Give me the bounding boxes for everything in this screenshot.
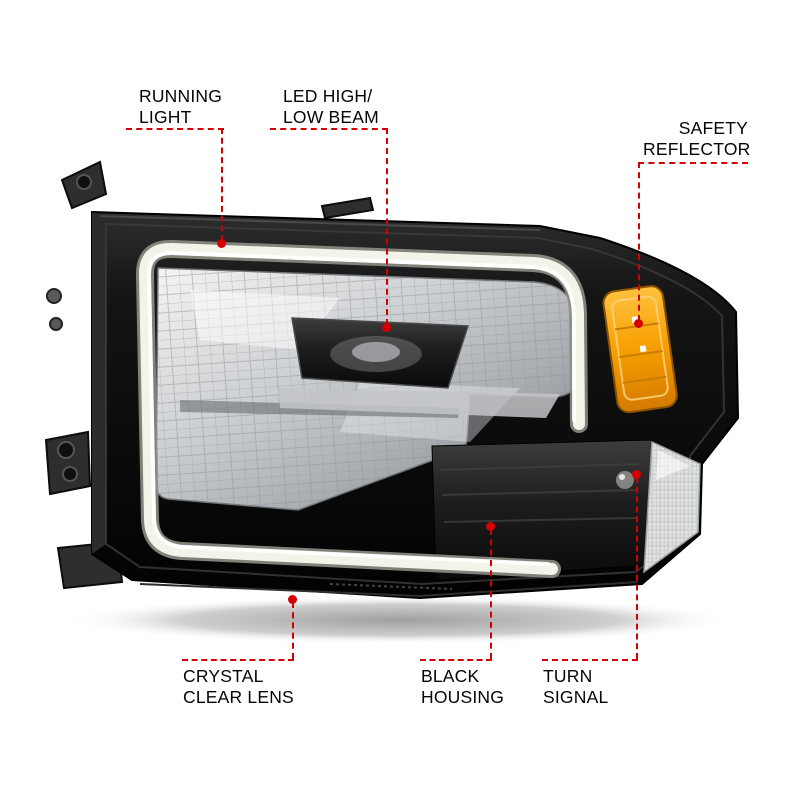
housing-bottom-edge <box>139 581 639 598</box>
callout-line-crystal-clear-lens <box>292 602 294 659</box>
callout-dot-safety-reflector <box>634 319 643 328</box>
callout-label-turn-signal: TURN SIGNAL <box>543 666 608 708</box>
housing-side-face <box>92 212 106 554</box>
callout-label-crystal-clear-lens: CRYSTAL CLEAR LENS <box>183 666 294 708</box>
callout-dot-black-housing <box>486 522 495 531</box>
callout-text: SIGNAL <box>543 687 609 707</box>
callout-line-crystal-clear-lens <box>182 659 294 661</box>
callout-line-black-housing <box>490 529 492 659</box>
callout-dot-turn-signal <box>632 470 641 479</box>
callout-line-running-light <box>221 128 223 241</box>
callout-text: REFLECTOR <box>643 139 751 159</box>
led-running-light-bar <box>136 240 588 578</box>
callout-text: TURN <box>543 666 593 686</box>
callout-dot-crystal-clear-lens <box>288 595 297 604</box>
mounting-tabs <box>44 160 375 590</box>
callout-text: LOW BEAM <box>283 107 379 127</box>
callout-label-safety-reflector: SAFETY REFLECTOR <box>643 118 751 160</box>
led-beam-chamber <box>291 317 470 389</box>
callout-label-black-housing: BLACK HOUSING <box>421 666 504 708</box>
turn-signal-section <box>431 439 653 581</box>
callout-label-led-high-low-beam: LED HIGH/ LOW BEAM <box>283 86 379 128</box>
callout-text: HOUSING <box>421 687 505 707</box>
callout-line-black-housing <box>420 659 492 661</box>
callout-dot-led-high-low-beam <box>382 323 391 332</box>
callout-text: BLACK <box>421 666 480 686</box>
callout-line-turn-signal <box>542 659 638 661</box>
clear-corner-lens <box>643 440 701 574</box>
callout-line-led-high-low-beam <box>386 128 388 325</box>
callout-text: CLEAR LENS <box>183 687 294 707</box>
callout-line-safety-reflector <box>638 162 748 164</box>
callout-text: CRYSTAL <box>183 666 264 686</box>
callout-line-led-high-low-beam <box>270 128 388 130</box>
headlight-illustration <box>44 160 740 644</box>
lens-marking <box>329 583 453 590</box>
callout-text: SAFETY <box>678 118 748 138</box>
callout-line-running-light <box>126 128 224 130</box>
callout-text: RUNNING <box>139 86 223 106</box>
callout-dot-running-light <box>217 239 226 248</box>
callout-text: LED HIGH/ <box>283 86 373 106</box>
callout-label-running-light: RUNNING LIGHT <box>139 86 222 128</box>
callout-line-safety-reflector <box>638 162 640 321</box>
chrome-reflector <box>155 267 578 511</box>
callout-line-turn-signal <box>636 477 638 659</box>
floor-shadow <box>65 596 735 644</box>
housing-top-highlight <box>99 215 541 231</box>
callout-text: LIGHT <box>139 107 192 127</box>
